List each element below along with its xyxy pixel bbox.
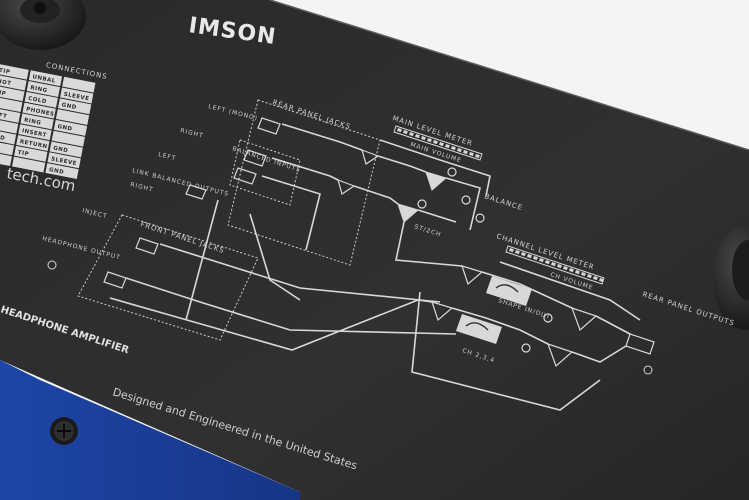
meter-segment xyxy=(403,129,408,135)
front-panel-jacks-box xyxy=(77,214,259,341)
main-amp-left-icon xyxy=(425,171,448,191)
connections-cell xyxy=(16,135,50,151)
meter-segment xyxy=(509,248,514,253)
meter-segment xyxy=(533,255,538,261)
headphone-output-icon xyxy=(643,365,653,375)
meter-segment xyxy=(463,150,468,155)
left-label: LEFT xyxy=(158,151,177,162)
meter-segment xyxy=(527,254,532,259)
meter-segment xyxy=(421,135,426,141)
meter-segment xyxy=(569,268,574,273)
meter-segment xyxy=(457,147,462,153)
meter-segment xyxy=(433,139,438,145)
connections-cell-text: TIP xyxy=(0,68,11,76)
meter-segment xyxy=(409,131,414,137)
connections-cell xyxy=(28,70,63,87)
blue-housing xyxy=(0,360,300,500)
connections-cell xyxy=(47,152,81,169)
meter-segment xyxy=(515,249,520,255)
connections-cell xyxy=(53,119,88,136)
main-level-meter xyxy=(393,125,483,161)
connections-cell xyxy=(18,124,52,141)
connections-cell-text: UNBAL xyxy=(32,74,56,84)
connections-cell xyxy=(14,145,48,162)
connections-cell xyxy=(0,96,23,113)
connections-cell xyxy=(60,87,94,104)
ch-amp-lower-icon xyxy=(547,343,574,368)
ch-amp-upper-icon xyxy=(571,307,598,332)
meter-segment xyxy=(575,270,580,275)
connections-cell-text: LEFT xyxy=(0,111,8,120)
connections-cell-text: GND xyxy=(48,167,64,176)
meter-segment xyxy=(557,264,562,269)
meter-segment xyxy=(545,260,550,265)
connections-cell xyxy=(12,156,46,173)
connections-cell-text: SLEEVE xyxy=(51,156,78,167)
meter-segment xyxy=(581,272,586,277)
rear-panel-jacks-box xyxy=(227,99,381,266)
balanced-inputs-box xyxy=(229,139,301,206)
connections-cell xyxy=(49,141,83,158)
connections-cell-text: TIP xyxy=(0,89,7,97)
headphone-icon xyxy=(47,260,57,270)
connections-cell-text: GND xyxy=(53,146,69,155)
connections-cell-text: INSERT xyxy=(21,128,47,139)
meter-segment xyxy=(451,146,456,151)
meter-segment xyxy=(539,258,544,263)
shape-filter-upper xyxy=(486,276,532,306)
meter-segment xyxy=(445,143,450,149)
connections-cell xyxy=(62,76,96,93)
connections-cell xyxy=(51,130,85,147)
connections-cell xyxy=(45,163,79,180)
connections-cell-text: PHONES xyxy=(26,107,55,118)
meter-segment xyxy=(439,142,444,147)
meter-segment xyxy=(521,252,526,257)
connections-cell xyxy=(20,113,54,130)
meter-segment xyxy=(475,154,480,159)
connections-cell-text: TIP xyxy=(17,150,29,158)
meter-segment xyxy=(599,278,604,283)
connections-cell xyxy=(22,102,56,119)
connections-cell-text: HOT xyxy=(0,79,12,88)
meter-segment xyxy=(587,274,592,279)
connections-cell xyxy=(0,117,19,134)
connections-cell xyxy=(0,139,15,156)
connections-cell xyxy=(55,109,90,126)
connections-cell-text: SLEEVE xyxy=(63,92,90,103)
connections-cell xyxy=(57,98,92,115)
connections-cell-text: RETURN xyxy=(19,139,48,150)
meter-segment xyxy=(469,151,474,157)
output-jack-icon xyxy=(625,333,655,355)
meter-segment xyxy=(397,127,402,133)
connections-cell xyxy=(26,81,61,97)
meter-segment xyxy=(551,262,556,267)
channel-level-meter xyxy=(505,245,605,285)
connections-cell xyxy=(0,63,29,80)
main-amp-right-icon xyxy=(397,203,420,223)
connections-cell-text: RING xyxy=(23,117,41,126)
connections-cell xyxy=(0,85,25,102)
connections-cell xyxy=(24,91,58,108)
connections-cell xyxy=(0,74,27,91)
connections-cell xyxy=(0,128,17,145)
connections-cell-text: GND xyxy=(61,102,77,111)
meter-segment xyxy=(427,138,432,143)
connections-cell-text: COLD xyxy=(28,96,48,105)
connections-cell xyxy=(0,106,21,123)
connections-cell-text: SEND xyxy=(0,133,6,142)
meter-segment xyxy=(593,276,598,281)
connections-cell-text: RING xyxy=(30,85,48,94)
connections-cell-text: GND xyxy=(57,124,73,133)
connections-cell xyxy=(0,150,12,167)
meter-segment xyxy=(563,266,568,271)
shape-filter-lower xyxy=(456,314,502,344)
meter-segment xyxy=(415,133,420,139)
